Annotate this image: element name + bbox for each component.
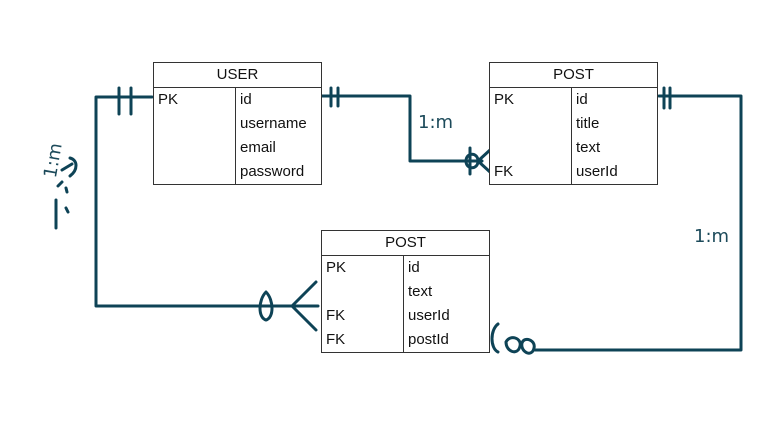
field-cell: text <box>576 139 601 156</box>
entity-user: USER PK id username email password <box>153 62 322 185</box>
one-marker-user-side <box>329 86 340 108</box>
key-cell: FK <box>326 307 346 324</box>
key-cell <box>154 160 235 184</box>
field-cell: text <box>408 283 433 300</box>
relation-user-comment-line <box>94 95 320 308</box>
relation-label-post-comment: 1:m <box>694 226 730 247</box>
field-cell: userId <box>576 163 618 180</box>
field-cell: title <box>576 115 600 132</box>
relation-user-post-line <box>320 94 484 163</box>
key-cell: PK <box>326 259 347 276</box>
entity-comment-post: POST PK FK FK id text userId postId <box>321 230 490 353</box>
one-marker-user-left <box>117 86 133 116</box>
key-cell <box>490 136 571 160</box>
relation-post-comment-line <box>533 94 743 352</box>
handwritten-left-mark <box>54 156 78 230</box>
entity-title: POST <box>322 231 489 256</box>
field-cell: email <box>240 139 276 156</box>
field-cell: password <box>240 163 305 180</box>
entity-title: POST <box>490 63 657 88</box>
many-marker-post-side <box>464 146 492 176</box>
key-cell <box>322 280 403 304</box>
relation-label-user-post: 1:m <box>418 112 454 133</box>
key-cell <box>154 112 235 136</box>
field-cell: userId <box>408 307 450 324</box>
key-cell: PK <box>494 91 515 108</box>
zero-many-marker-comment-right <box>490 322 536 355</box>
field-cell: username <box>240 115 307 132</box>
field-cell: id <box>576 91 588 108</box>
field-cell: id <box>408 259 420 276</box>
key-cell <box>490 112 571 136</box>
key-cell <box>154 136 235 160</box>
one-marker-post-right <box>662 86 672 110</box>
key-cell: PK <box>158 91 179 108</box>
entity-title: USER <box>154 63 321 88</box>
key-cell: FK <box>326 331 346 348</box>
many-marker-comment-left <box>258 280 318 332</box>
field-cell: postId <box>408 331 449 348</box>
entity-post: POST PK FK id title text userId <box>489 62 658 185</box>
field-cell: id <box>240 91 252 108</box>
key-cell: FK <box>494 163 514 180</box>
